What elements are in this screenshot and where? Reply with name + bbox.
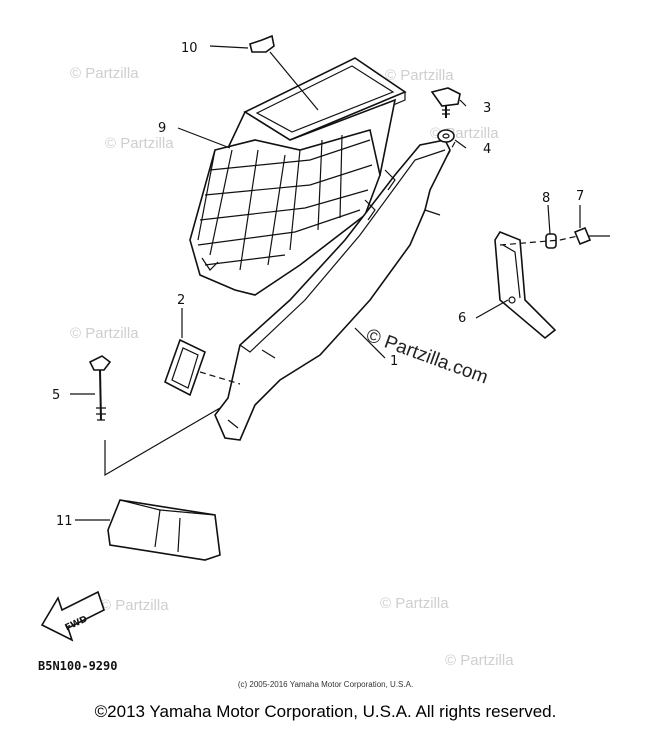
part-11-filter-pad [107,499,221,561]
footer-copyright: ©2013 Yamaha Motor Corporation, U.S.A. A… [94,702,557,721]
callout-2: 2 [177,293,185,308]
callout-6: 6 [458,311,466,326]
callouts: 10 9 3 4 8 7 6 2 1 5 11 [52,41,584,529]
diagram-code: B5N100-9290 [38,659,117,673]
callout-1: 1 [390,354,398,369]
watermark-text: © Partzilla [445,652,514,669]
part-9-air-box [189,57,407,296]
fwd-arrow: FWD [40,590,105,642]
watermark-text: © Partzilla [70,325,139,342]
part-2-gasket [164,338,206,397]
part-6-bracket [494,231,557,340]
watermark-text: © Partzilla [100,597,169,614]
callout-7: 7 [576,189,584,204]
callout-4: 4 [483,142,491,157]
watermark-text: © Partzilla [380,595,449,612]
part-7-screw [573,226,610,246]
part-1-side-cover [214,139,451,441]
callout-3: 3 [483,101,491,116]
part-4-washer [437,129,455,143]
small-copyright: (c) 2005-2016 Yamaha Motor Corporation, … [237,680,414,689]
watermark-text: © Partzilla [385,67,454,84]
watermark-text: © Partzilla [70,65,139,82]
part-5-bolt [88,355,112,421]
callout-5: 5 [52,388,60,403]
callout-9: 9 [158,121,166,136]
watermark-text: © Partzilla [105,135,174,152]
callout-11: 11 [56,514,73,529]
watermark-large: © Partzilla.com [363,325,490,389]
callout-10: 10 [181,41,198,56]
callout-8: 8 [542,191,550,206]
part-3-wing-bolt [430,87,461,118]
part-10-clip [249,34,275,53]
leader-lines [70,45,581,521]
